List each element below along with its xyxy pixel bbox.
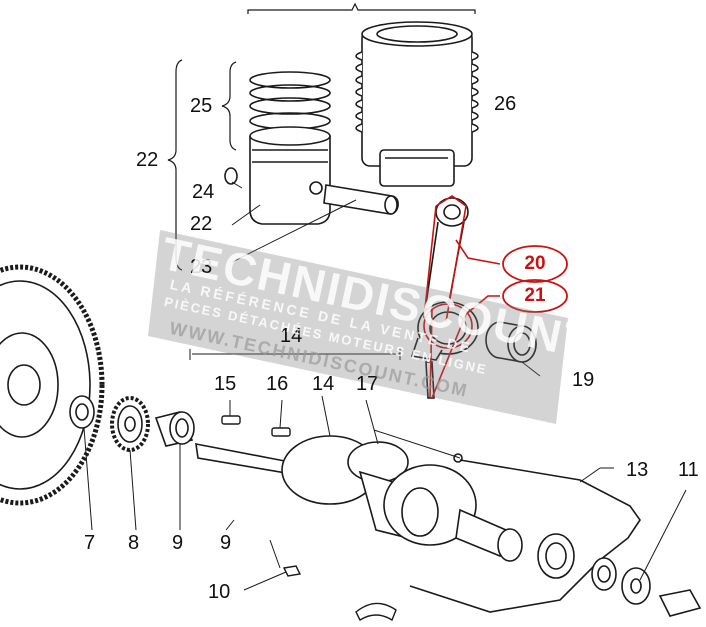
- callout-19: 19: [572, 369, 595, 391]
- woodruff-keys: [221, 415, 291, 437]
- callout-9-b: 9: [220, 532, 232, 554]
- piston: [249, 126, 331, 225]
- callout-7: 7: [84, 532, 96, 554]
- circlip: [224, 167, 238, 185]
- callout-24: 24: [192, 181, 215, 203]
- bolt-and-half-bearing: [282, 565, 397, 622]
- brace-25: [221, 61, 237, 151]
- callout-25: 25: [190, 95, 213, 117]
- leader-lines: [83, 181, 687, 591]
- callout-21: 21: [524, 285, 546, 306]
- callout-22-group: 22: [136, 149, 159, 171]
- callout-14-group: 14: [280, 325, 303, 347]
- brace-22: [167, 59, 183, 271]
- top-group-bracket: [247, 2, 476, 14]
- rear-bearing-and-seals: [537, 533, 702, 617]
- highlight-ovals: [502, 245, 568, 313]
- oil-pipe: [409, 453, 641, 613]
- callout-14: 14: [312, 373, 335, 395]
- callout-11: 11: [678, 459, 699, 481]
- callout-8: 8: [128, 532, 140, 554]
- watermark-band: [148, 230, 568, 424]
- timing-gear: [110, 396, 150, 452]
- callout-23: 23: [190, 256, 213, 278]
- big-end-bearing: [485, 321, 537, 363]
- main-bearing-front: [154, 411, 195, 447]
- cylinder: [355, 21, 479, 187]
- callout-10: 10: [208, 581, 231, 603]
- piston-rings: [249, 71, 331, 130]
- callout-15: 15: [214, 373, 237, 395]
- callout-13: 13: [626, 459, 649, 481]
- callout-9-a: 9: [172, 532, 184, 554]
- callout-20: 20: [524, 253, 546, 274]
- callout-17: 17: [356, 373, 379, 395]
- flywheel-gear: [0, 264, 105, 506]
- crankshaft: [195, 435, 523, 562]
- callout-16: 16: [266, 373, 289, 395]
- callout-26: 26: [494, 93, 517, 115]
- callout-22: 22: [190, 213, 213, 235]
- piston-pin: [323, 184, 399, 215]
- highlight-markers: [423, 195, 501, 399]
